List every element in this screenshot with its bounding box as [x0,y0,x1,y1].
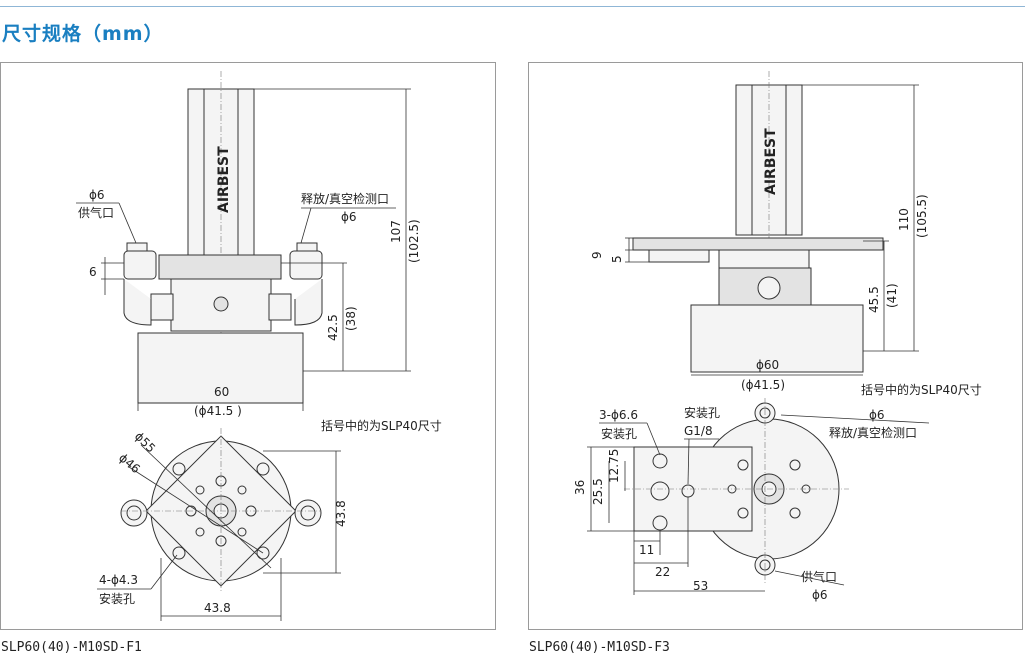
dim-total-sub: (105.5) [915,194,929,238]
brand-label: AIRBEST [216,146,232,213]
supply-fitting [123,250,157,280]
supply-diam: ϕ6 [812,588,828,602]
drawing-f3: AIRBEST 9 5 110 (105.5) 45.5 (41) ϕ60 (ϕ… [573,71,982,602]
bracket-arm [632,237,884,251]
supply-label: 供气口 [78,205,114,220]
dim-lower-sub: (41) [885,283,899,308]
supply-elbow [123,279,152,326]
header-rule [0,6,1025,7]
thread-label: 安装孔 [684,405,720,420]
dim-width-sub: (ϕ41.5 ) [194,404,242,418]
mount-hole [256,462,270,476]
release-label: 释放/真空检测口 [829,425,917,440]
dim-width: 60 [214,385,229,399]
thread-spec: G1/8 [684,424,713,438]
dim-25-5: 25.5 [591,478,605,505]
valve-block [158,254,282,280]
dim-lower: 45.5 [867,286,881,313]
dim-lower-sub: (38) [344,306,358,331]
release-label: 释放/真空检测口 [301,191,389,206]
holes-label: 安装孔 [601,426,637,441]
drawing-panel-f3: AIRBEST 9 5 110 (105.5) 45.5 (41) ϕ60 (ϕ… [528,62,1023,630]
holes-spec: 4-ϕ4.3 [99,573,138,587]
dim-36: 36 [573,480,587,495]
release-diam: ϕ6 [341,210,357,224]
thread-port [681,484,695,498]
release-elbow [294,279,323,326]
dim-bottom: 43.8 [204,601,231,615]
dim-port: 6 [89,265,97,279]
suction-pad [690,304,864,373]
dim-11: 11 [639,543,654,557]
dim-22: 22 [655,565,670,579]
mount-hole [650,481,670,501]
slp40-note: 括号中的为SLP40尺寸 [861,382,982,397]
supply-diam: ϕ6 [89,188,105,202]
holes-label: 安装孔 [99,591,135,606]
caption-f3: SLP60(40)-M10SD-F3 [529,640,670,655]
dim-side: 43.8 [334,500,348,527]
dim-width-sub: (ϕ41.5) [741,378,785,392]
dim-12-75: 12.75 [607,449,621,483]
release-fitting [289,250,323,280]
slp40-note: 括号中的为SLP40尺寸 [321,418,442,433]
holes-spec: 3-ϕ6.6 [599,408,638,422]
suction-pad [137,332,304,404]
mount-hole [652,453,668,469]
brand-label: AIRBEST [763,128,779,195]
dim-total-sub: (102.5) [407,219,421,263]
release-diam: ϕ6 [869,408,885,422]
dim-total: 107 [389,220,403,243]
dim-d46: ϕ46 [116,451,143,477]
dim-total: 110 [897,208,911,231]
dim-lower: 42.5 [326,314,340,341]
dim-5: 5 [610,255,624,263]
dim-53: 53 [693,579,708,593]
mount-hole [172,462,186,476]
supply-label: 供气口 [801,569,837,584]
drawing-panel-f1: AIRBEST 107 (102.5) 42.5 (38) 6 ϕ6 供气口 释… [0,62,496,630]
dim-d55: ϕ55 [132,429,158,455]
mount-hole [652,515,668,531]
dim-width: ϕ60 [756,358,779,372]
dim-9: 9 [590,251,604,259]
page-title: 尺寸规格（mm） [2,23,164,45]
mount-hole [172,546,186,560]
drawing-f1: AIRBEST 107 (102.5) 42.5 (38) 6 ϕ6 供气口 释… [76,71,442,621]
caption-f1: SLP60(40)-M10SD-F1 [1,640,142,655]
